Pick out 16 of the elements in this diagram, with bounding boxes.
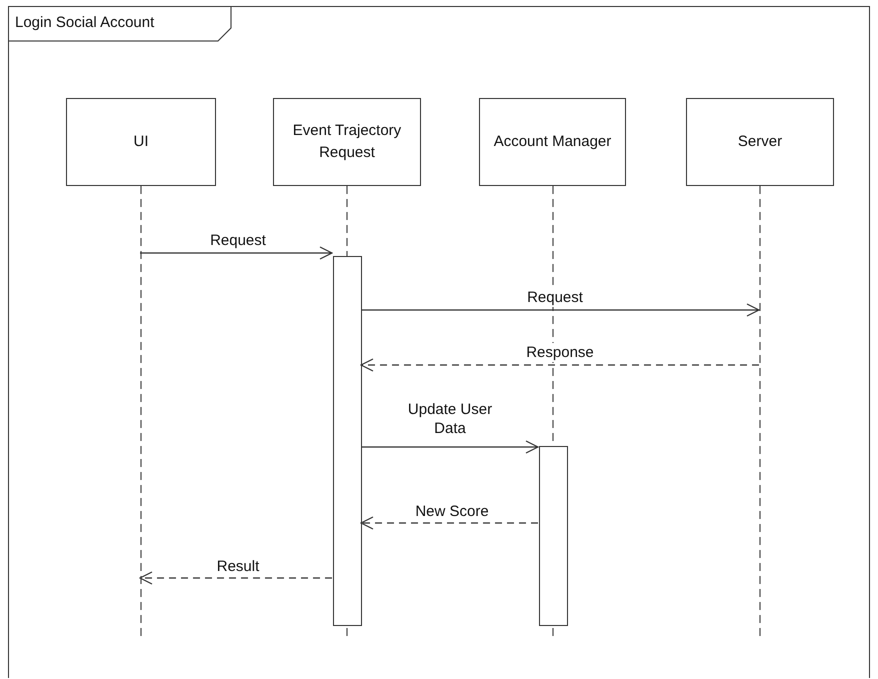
participant-box: Event Trajectory Request [273, 98, 421, 186]
message-arrow [361, 303, 760, 317]
activation-bar [333, 256, 362, 626]
frame-title: Login Social Account [15, 14, 154, 31]
message-arrow [361, 440, 539, 454]
message-arrow [140, 246, 333, 260]
participant-box: UI [66, 98, 216, 186]
message-label: Response [524, 343, 596, 362]
activation-bar [539, 446, 568, 626]
message-arrow [139, 571, 332, 585]
frame [8, 6, 870, 678]
message-label: Request [525, 288, 585, 307]
participant-box: Account Manager [479, 98, 626, 186]
message-arrow [360, 516, 538, 530]
participant-box: Server [686, 98, 834, 186]
message-arrow [360, 358, 759, 372]
